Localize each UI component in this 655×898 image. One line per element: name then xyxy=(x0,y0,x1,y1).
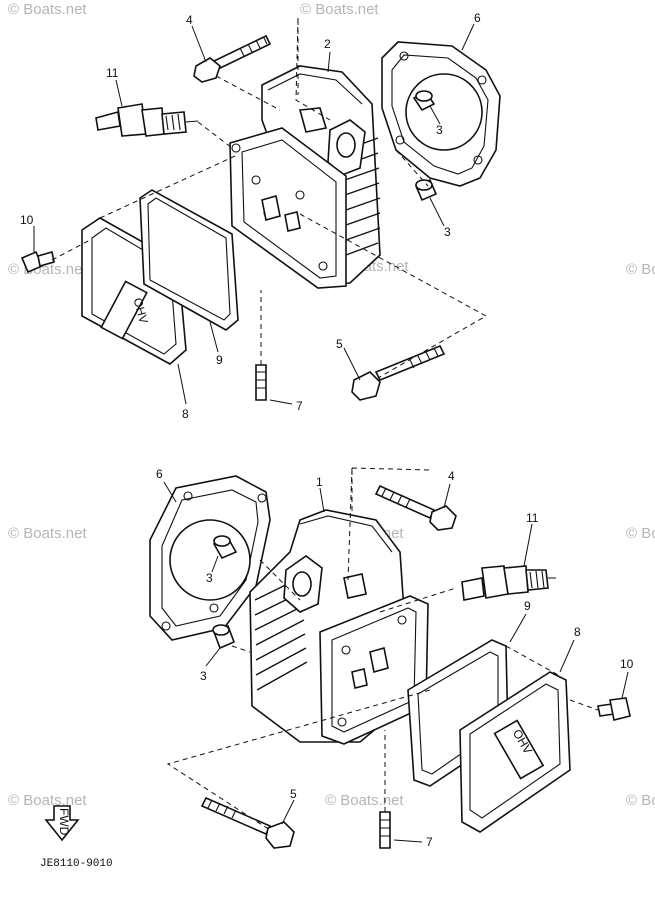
callout-number: 10 xyxy=(620,657,634,671)
callout-number: 3 xyxy=(206,571,213,585)
alignment-line xyxy=(295,17,331,121)
bolt-5[interactable] xyxy=(200,796,295,849)
callout-number: 7 xyxy=(426,835,433,849)
stud-7[interactable] xyxy=(255,290,267,401)
callout-number: 9 xyxy=(524,599,531,613)
lower-assembly: OHV xyxy=(149,467,634,849)
ohv-valve-cover-logo: OHV xyxy=(131,296,151,325)
alignment-line xyxy=(259,559,301,601)
bolt-10[interactable] xyxy=(20,250,55,274)
cover-gasket-9[interactable] xyxy=(139,189,239,331)
alignment-line xyxy=(215,75,281,111)
watermark: © Boats.net xyxy=(325,792,404,809)
callout-number: 5 xyxy=(336,337,343,351)
stud-7[interactable] xyxy=(379,730,391,849)
head-front-frame[interactable] xyxy=(319,595,429,745)
callout-number: 1 xyxy=(316,475,323,489)
watermark: © Boats.net xyxy=(626,792,655,809)
lower-callouts: 6 1 4 11 3 3 9 8 10 5 7 xyxy=(156,467,634,849)
dowel-pin-3b[interactable] xyxy=(414,178,438,202)
head-gasket-6[interactable] xyxy=(381,41,501,187)
spark-plug-11[interactable] xyxy=(95,103,199,137)
bolt-10[interactable] xyxy=(597,697,631,721)
callout-number: 9 xyxy=(216,353,223,367)
alignment-line xyxy=(505,645,561,677)
callout-number: 11 xyxy=(106,66,119,80)
alignment-line xyxy=(347,467,431,581)
callout-number: 7 xyxy=(296,399,303,413)
valve-cover-8[interactable]: OHV xyxy=(459,671,571,833)
dowel-pin-3b[interactable] xyxy=(212,624,236,650)
callout-number: 6 xyxy=(156,467,163,481)
watermark: © Boats.net xyxy=(626,261,655,278)
alignment-line xyxy=(51,239,91,261)
drawing-code: JE8110-9010 xyxy=(40,858,113,870)
callout-number: 8 xyxy=(574,625,581,639)
bolt-4[interactable] xyxy=(193,34,272,83)
bolt-4[interactable] xyxy=(374,484,457,531)
watermark: © Boats.net xyxy=(8,1,87,18)
alignment-line xyxy=(569,699,599,711)
alignment-line xyxy=(231,645,251,653)
upper-callouts: 4 2 6 11 3 3 10 9 8 5 7 xyxy=(20,11,481,421)
leader-lines xyxy=(33,23,475,405)
watermark: © Boats.net xyxy=(626,525,655,542)
leader-lines xyxy=(163,481,629,843)
callout-number: 2 xyxy=(324,37,331,51)
callout-number: 10 xyxy=(20,213,34,227)
callout-number: 4 xyxy=(448,469,455,483)
callout-number: 11 xyxy=(526,511,539,525)
callout-number: 3 xyxy=(200,669,207,683)
upper-assembly: OHV xyxy=(20,11,501,421)
callout-number: 3 xyxy=(444,225,451,239)
callout-number: 5 xyxy=(290,787,297,801)
alignment-line xyxy=(379,587,457,613)
watermark: © Boats.net xyxy=(8,792,87,809)
spark-plug-11[interactable] xyxy=(461,565,556,601)
callout-number: 8 xyxy=(182,407,189,421)
callout-number: 4 xyxy=(186,13,193,27)
head-front-frame[interactable] xyxy=(229,127,347,289)
callout-number: 3 xyxy=(436,123,443,137)
fwd-label: FWD xyxy=(57,808,71,836)
callout-number: 6 xyxy=(474,11,481,25)
dowel-pin-3[interactable] xyxy=(412,90,436,112)
dowel-pin-3[interactable] xyxy=(212,535,238,560)
watermark: © Boats.net xyxy=(8,525,87,542)
alignment-line xyxy=(395,149,429,187)
fwd-arrow-icon: FWD xyxy=(44,805,80,842)
head-gasket-6[interactable] xyxy=(149,475,271,641)
watermark: © Boats.net xyxy=(300,1,379,18)
alignment-line xyxy=(99,155,236,219)
alignment-line xyxy=(197,121,233,149)
bolt-5[interactable] xyxy=(351,344,446,401)
alignment-line xyxy=(166,689,431,831)
